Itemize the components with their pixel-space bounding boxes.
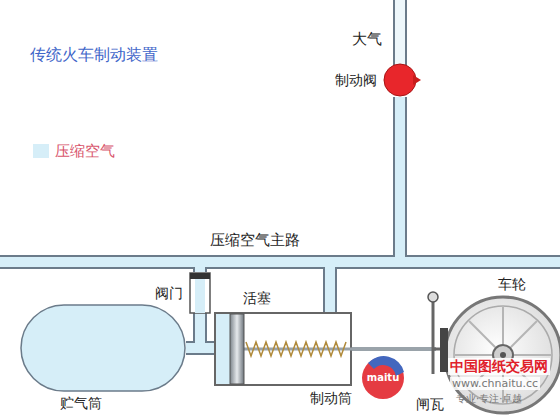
node-label: 制动阀 — [335, 72, 377, 89]
legend-swatch — [33, 144, 49, 158]
wheel-spoke — [455, 354, 492, 356]
legend-text: 压缩空气 — [55, 142, 115, 160]
lever-knob — [428, 292, 438, 302]
brake-shoe — [440, 328, 448, 372]
lever-link — [433, 348, 440, 351]
title: 传统火车制动装置 — [30, 45, 158, 64]
wheel-spoke — [469, 321, 495, 347]
pipe — [186, 343, 214, 353]
tank-shell — [21, 305, 185, 391]
wheel-spoke — [502, 307, 504, 344]
lever — [432, 302, 435, 374]
valve-cap — [190, 273, 210, 279]
node-valve: 制动阀 — [335, 63, 417, 97]
wheel — [445, 297, 560, 413]
node-label: 阀门 — [155, 285, 183, 302]
pipe — [200, 97, 400, 272]
part-label: 活塞 — [243, 290, 271, 307]
brake-valve-symbol — [383, 63, 417, 97]
pipe — [330, 97, 400, 312]
atmosphere-pipe — [395, 0, 405, 66]
spring — [246, 342, 346, 356]
valve-box — [189, 272, 211, 314]
wheel-spoke — [514, 354, 551, 356]
reservoir-tank — [20, 304, 186, 392]
valve-pipe — [195, 312, 205, 348]
pipe-outline — [186, 341, 214, 355]
watermark: 中国图纸交易网 — [448, 358, 550, 375]
pipe-outline — [330, 97, 400, 312]
brake-cylinder — [214, 312, 352, 386]
wheel-spoke — [511, 321, 537, 347]
pipe-outline — [200, 97, 400, 272]
part-label: 压缩空气主路 — [210, 231, 300, 249]
watermark: 专业·专注·卓越 — [456, 393, 522, 405]
piston — [230, 314, 244, 384]
cylinder-wall — [215, 313, 351, 385]
push-rod — [350, 347, 436, 351]
valve-handle — [413, 75, 421, 85]
part-label: 大气 — [352, 30, 382, 48]
watermark: www.chnaitu.cc — [450, 377, 540, 390]
node-label: 贮气筒 — [60, 395, 186, 412]
watermark-logo — [362, 356, 404, 399]
part-label: 闸瓦 — [416, 396, 444, 413]
valve-channel — [195, 279, 205, 313]
node-tank: 贮气筒 — [20, 304, 186, 412]
valve-pipe-outline — [193, 312, 207, 348]
part-label: 车轮 — [498, 276, 526, 293]
watermark-logo-text: maitu — [367, 372, 400, 384]
valve-housing — [190, 273, 210, 313]
atmosphere-pipe-outline — [393, 0, 407, 66]
node-label: 制动筒 — [310, 390, 352, 407]
node-cyl: 制动筒 — [214, 312, 352, 407]
node-gate: 阀门 — [155, 272, 211, 314]
valve-body — [384, 64, 416, 96]
